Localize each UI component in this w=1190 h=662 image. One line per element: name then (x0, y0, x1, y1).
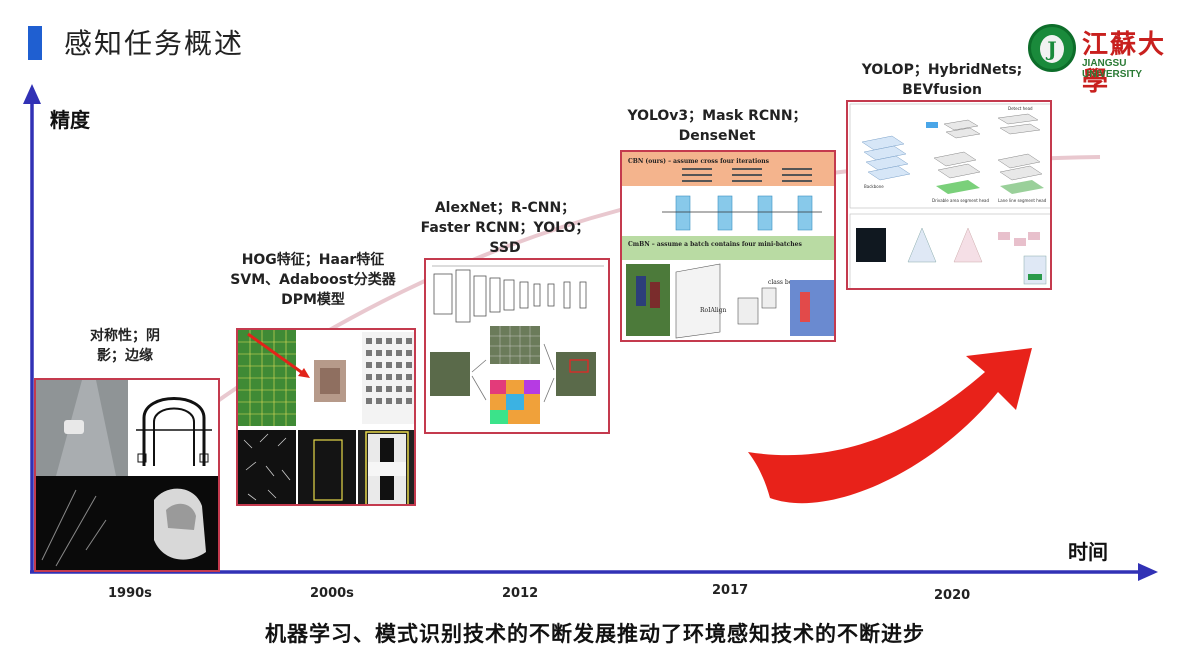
university-logo: J 江蘇大學 JIANGSU UNIVERSITY (1028, 22, 1178, 97)
year-tick-2020: 2020 (934, 588, 971, 603)
year-tick-2017: 2017 (712, 583, 749, 598)
page-title: 感知任务概述 (64, 27, 245, 60)
method-line: 对称性；阴 (90, 328, 160, 344)
method-line: YOLOv3；Mask RCNN； (627, 108, 807, 124)
method-line: DenseNet (678, 128, 756, 144)
year-tick-2000s: 2000s (310, 586, 354, 601)
method-line: DPM模型 (281, 292, 345, 308)
method-line: AlexNet；R-CNN； (434, 200, 576, 216)
y-axis-arrowhead (23, 84, 41, 104)
cmbn-title: CmBN – assume a batch contains four mini… (628, 241, 802, 248)
x-axis-arrowhead (1138, 563, 1158, 581)
methods-2017: YOLOv3；Mask RCNN； DenseNet (622, 106, 812, 146)
method-line: Faster RCNN；YOLO； (420, 220, 590, 236)
methods-2000s: HOG特征；Haar特征 SVM、Adaboost分类器 DPM模型 (228, 250, 398, 310)
y-axis-label: 精度 (50, 108, 90, 132)
roi-align-label: RoIAlign (700, 307, 727, 314)
method-line: BEVfusion (902, 82, 982, 98)
logo-english-name: JIANGSU UNIVERSITY (1082, 58, 1143, 80)
method-line: 影；边缘 (97, 348, 153, 364)
conclusion-text: 机器学习、模式识别技术的不断发展推动了环境感知技术的不断进步 (265, 622, 925, 646)
method-line: SVM、Adaboost分类器 (230, 272, 396, 288)
figure-1990s-road-detection (34, 378, 220, 572)
university-seal-icon: J (1028, 24, 1076, 72)
method-line: SSD (489, 240, 521, 256)
title-accent-bar (28, 26, 42, 60)
seg-head-label: Drivable area segment head (932, 198, 989, 203)
cbn-title: CBN (ours) – assume cross four iteration… (628, 158, 770, 165)
year-tick-1990s: 1990s (108, 586, 152, 601)
detect-head-label: Detect head (1008, 106, 1033, 111)
figure-2017-cbn-maskrcnn: CBN (ours) – assume cross four iteration… (620, 150, 836, 342)
methods-1990s: 对称性；阴 影；边缘 (80, 326, 170, 366)
x-axis-label: 时间 (1068, 540, 1108, 564)
logo-chinese-name: 江蘇大學 (1082, 30, 1167, 97)
methods-2020: YOLOP；HybridNets; BEVfusion (852, 60, 1032, 100)
methods-2012: AlexNet；R-CNN； Faster RCNN；YOLO； SSD (420, 198, 590, 258)
method-line: HOG特征；Haar特征 (241, 252, 385, 268)
class-box-label: class box (768, 279, 796, 286)
lane-head-label: Lane line segment head (998, 198, 1047, 203)
figure-2012-cnn (424, 258, 610, 434)
year-tick-2012: 2012 (502, 586, 539, 601)
backbone-label: Backbone (864, 184, 884, 189)
figure-2000s-hog-haar (236, 328, 416, 506)
figure-2020-yolop-bev: Backbone Drivable area segment head Lane… (846, 100, 1052, 290)
progress-arrow (748, 348, 1032, 504)
method-line: YOLOP；HybridNets; (861, 62, 1023, 78)
